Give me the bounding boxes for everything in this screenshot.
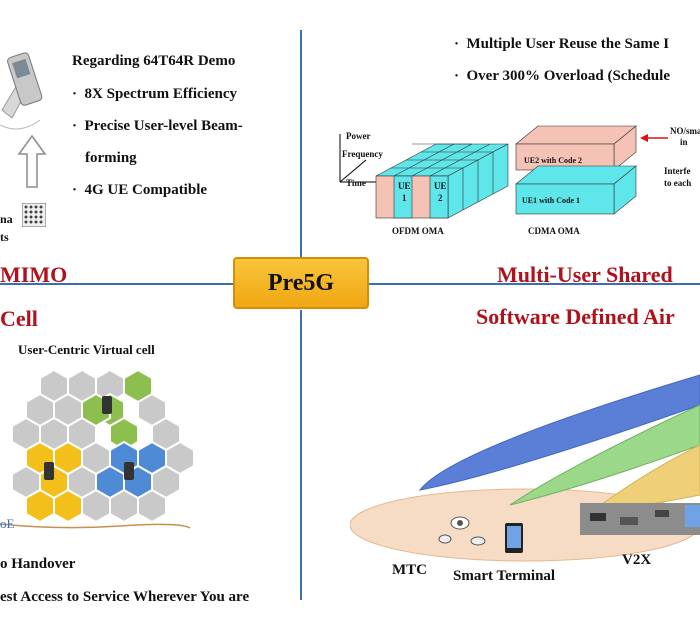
mimo-bullet-1: · 8X Spectrum Efficiency [72,86,237,102]
air-title: Software Defined Air [476,304,675,329]
mimo-frag-ts: ts [0,230,9,244]
nosma-label-2: in [680,137,688,147]
cell-handover: o Handover [0,556,76,572]
nosma-label: NO/sma [670,126,700,136]
divider-horizontal-right [369,283,700,285]
ue1-code-label: UE1 with Code 1 [522,196,581,205]
frequency-label: Frequency [342,149,383,159]
power-label: Power [346,131,371,141]
beams-illustration [350,374,700,562]
v2x-label: V2X [622,552,652,568]
mimo-frag-ma: na [0,212,13,226]
ue2-code-label: UE2 with Code 2 [524,156,583,165]
antenna-grid-icon [22,203,46,227]
divider-vertical-bottom [300,310,302,600]
cdma-label: CDMA OMA [528,226,580,236]
time-label: Time [346,178,366,188]
phone-illustration [0,52,43,130]
cell-access: est Access to Service Wherever You are [0,589,250,605]
pre5g-label: Pre5G [267,269,335,296]
mimo-bullet-2: · Precise User-level Beam- [72,118,243,134]
divider-horizontal-left [0,283,233,285]
mtc-label: MTC [392,562,427,578]
pre5g-center-box: Pre5G [233,257,369,309]
ofdm-label: OFDM OMA [392,226,444,236]
shared-bullet-2: · Over 300% Overload (Schedule [454,68,670,84]
oma-diagram [339,125,668,219]
mimo-heading: Regarding 64T64R Demo [72,53,236,69]
shared-title: Multi-User Shared [497,262,673,287]
interf-label: Interfe [664,166,691,176]
mimo-bullet-3: · 4G UE Compatible [72,182,208,198]
mimo-bullet-2-cont: forming [85,150,137,166]
cell-frag-e: oE [0,516,15,531]
cell-subtitle: User-Centric Virtual cell [18,342,155,357]
mimo-title: MIMO [0,262,68,287]
cell-title: Cell [0,306,38,331]
hex-cell-grid [0,369,195,529]
divider-vertical-top [300,30,302,260]
smart-terminal-label: Smart Terminal [453,568,556,584]
up-arrow-icon [17,134,47,188]
shared-bullet-1: · Multiple User Reuse the Same I [454,36,670,52]
interf-label-2: to each [664,178,692,188]
